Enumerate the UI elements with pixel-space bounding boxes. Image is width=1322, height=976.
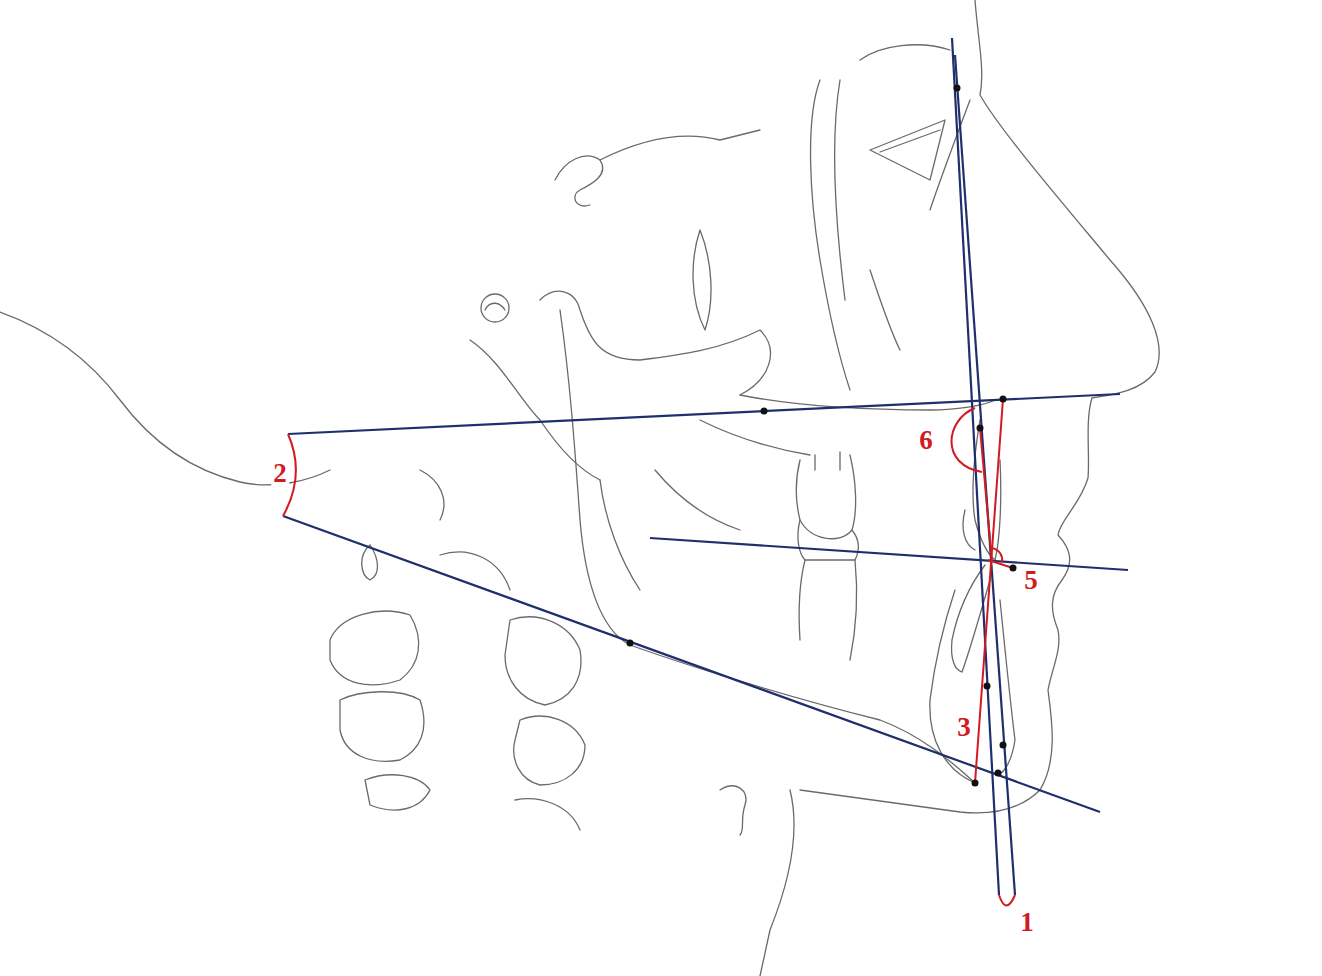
landmark-dots [627,85,1017,787]
callout-number: 6 [917,426,935,455]
callout-number: 2 [271,459,289,488]
anatomy-sketch [0,0,1159,976]
callout-number: 1 [1018,908,1036,937]
angle-marks [283,399,1015,906]
callout-number: 5 [1022,566,1040,595]
callout-number: 3 [955,713,973,742]
reference-lines [283,38,1128,895]
